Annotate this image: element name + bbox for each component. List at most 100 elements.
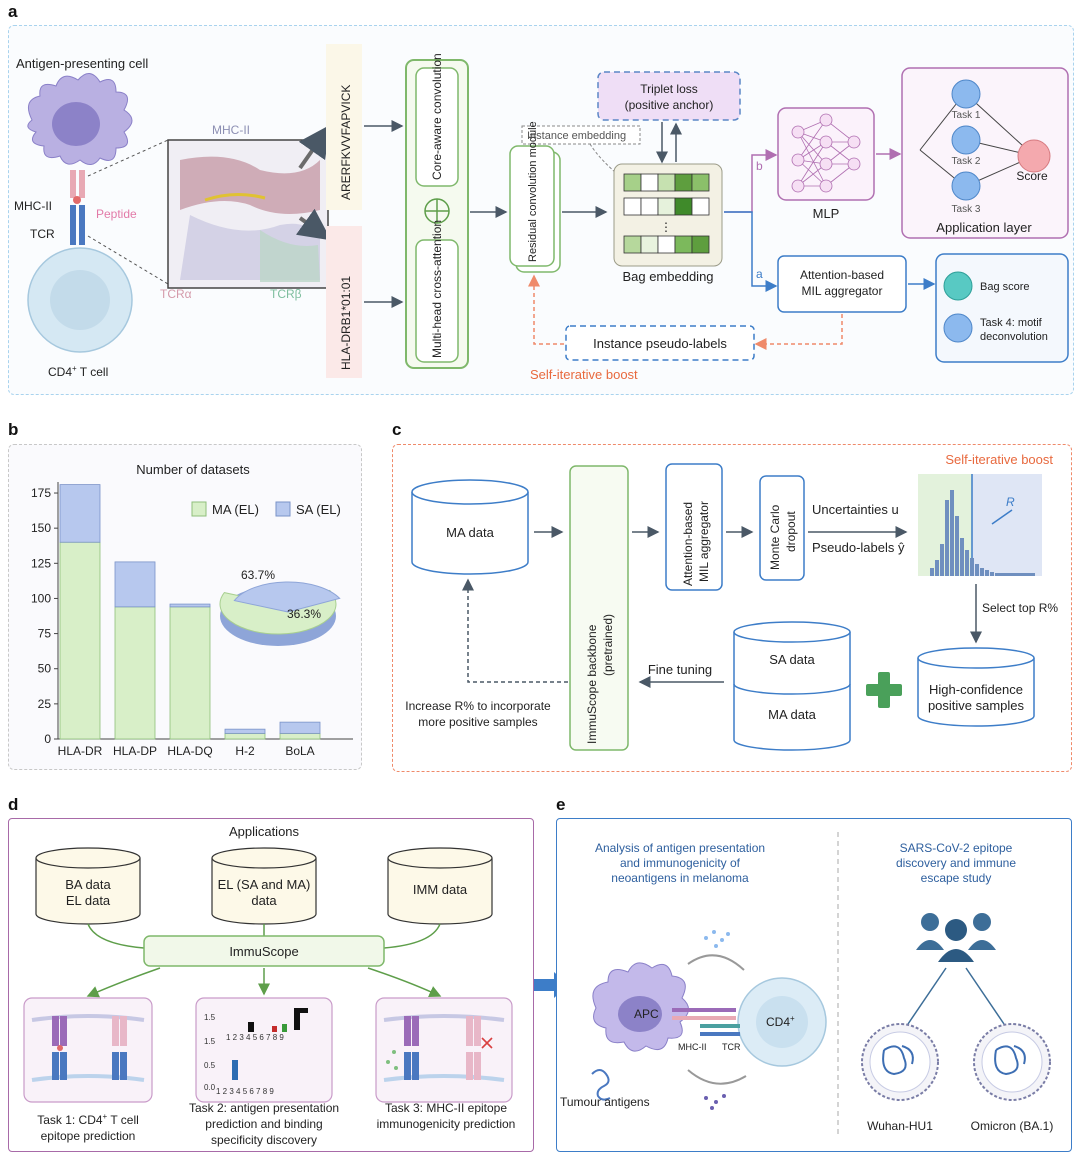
tumour-label: Tumour antigens — [560, 1095, 650, 1109]
task2-label: Task 2 — [952, 156, 981, 167]
x-tick-label: HLA-DQ — [167, 744, 212, 758]
plus-icon — [866, 672, 902, 708]
path-b-label: b — [756, 159, 763, 173]
application-layer-box — [901, 67, 1069, 239]
peptide-dots-icon — [704, 1094, 726, 1110]
immuscope-box — [143, 935, 385, 967]
task1-label: Task 1 — [952, 110, 981, 121]
svg-text:1.5: 1.5 — [204, 1013, 216, 1022]
bar-hla-dp-sa — [114, 561, 156, 608]
inset-pie-chart — [219, 581, 341, 646]
pie-sa-label: 36.3% — [287, 607, 321, 621]
e-left-title-2: and immunogenicity of — [620, 856, 741, 870]
cross-attn-box — [415, 239, 459, 363]
bar-hla-dr-sa — [59, 484, 101, 543]
e-right-title-1: SARS-CoV-2 epitope — [900, 841, 1013, 855]
immuscope-label: ImmuScope — [229, 944, 298, 959]
legend-sa-swatch — [275, 501, 291, 517]
e-left-title-3: neoantigens in melanoma — [611, 871, 749, 885]
ma-data-label-2: MA data — [768, 707, 816, 722]
pie-slice-sa — [233, 581, 341, 613]
bag-embedding-matrix — [623, 173, 710, 254]
x-tick-label: H-2 — [235, 744, 255, 758]
application-layer-label: Application layer — [936, 220, 1032, 235]
sa-data-label: SA data — [769, 652, 815, 667]
high-conf-label-1: High-confidence — [929, 682, 1023, 697]
mil-output-box — [935, 253, 1069, 363]
bars — [59, 484, 321, 740]
application-network-icon — [919, 79, 1051, 201]
svg-text:1.5: 1.5 — [204, 1037, 216, 1046]
backbone-label-1: ImmuScope backbone — [585, 624, 599, 744]
y-tick-label: 100 — [31, 591, 51, 605]
panel-d-letter: d — [8, 795, 19, 814]
legend-ma-swatch — [191, 501, 207, 517]
fine-tuning-label: Fine tuning — [648, 662, 712, 677]
peptide-sequence-box — [326, 44, 362, 210]
mil-aggregator-box-c — [665, 463, 723, 591]
cd4-cell-icon — [737, 977, 827, 1067]
pseudo-labels-label: Instance pseudo-labels — [593, 336, 727, 351]
task4-icon — [943, 313, 973, 343]
bar-hla-dq-sa — [169, 603, 211, 608]
bar-h-2-sa — [224, 728, 266, 734]
applications-title: Applications — [229, 824, 300, 839]
mc-label-2: dropout — [784, 511, 798, 552]
panel-b-letter: b — [8, 420, 19, 439]
core-conv-box — [415, 67, 459, 187]
tcrb-label: TCRβ — [270, 287, 302, 301]
svg-text:1 2 3 4 5 6 7 8 9: 1 2 3 4 5 6 7 8 9 — [226, 1033, 284, 1042]
ba-el-data-cylinder — [35, 847, 141, 925]
cross-attn-label: Multi-head cross-attention — [430, 220, 444, 358]
mlp-network-icon — [791, 113, 861, 193]
chart-title: Number of datasets — [136, 462, 250, 477]
increase-label-2: more positive samples — [418, 715, 537, 729]
bag-embedding-label: Bag embedding — [622, 269, 713, 284]
bar-bola-sa — [279, 721, 321, 734]
task2-label-3: specificity discovery — [211, 1133, 317, 1147]
wuhan-label: Wuhan-HU1 — [867, 1119, 933, 1133]
db3-label: IMM data — [413, 882, 468, 897]
x-tick-label: HLA-DP — [113, 744, 157, 758]
svg-text:1 2 3 4 5 6 7 8 9: 1 2 3 4 5 6 7 8 9 — [216, 1087, 274, 1096]
ma-data-label: MA data — [446, 525, 494, 540]
task2-label-1: Task 2: antigen presentation — [189, 1101, 339, 1115]
tcra-label: TCRα — [160, 287, 192, 301]
panel-d-diagram: Applications 1.51.50.50.0 1 2 3 4 5 6 7 … — [23, 824, 515, 1147]
omicron-label: Omicron (BA.1) — [971, 1119, 1054, 1133]
increase-label-1: Increase R% to incorporate — [405, 699, 551, 713]
panel-c-letter: c — [392, 420, 402, 439]
task1-icons — [31, 1014, 145, 1082]
e-left-title-1: Analysis of antigen presentation — [595, 841, 765, 855]
task1-illustration — [23, 997, 153, 1103]
y-tick-label: 125 — [31, 556, 51, 570]
task4-label-2: deconvolution — [980, 331, 1048, 343]
apc-cell-icon — [27, 73, 133, 165]
svg-text:0.5: 0.5 — [204, 1061, 216, 1070]
db1-label-2: EL data — [66, 893, 111, 908]
backbone-box — [569, 465, 629, 751]
bar-hla-dp-ma — [114, 606, 156, 740]
task3-illustration — [375, 997, 513, 1103]
task3-label: Task 3 — [952, 204, 981, 215]
instance-embedding-label-box — [521, 125, 641, 145]
t-cell-icon — [27, 247, 133, 353]
imm-data-cylinder — [387, 847, 493, 925]
allele-label: HLA-DRB1*01:01 — [339, 276, 353, 370]
apc-label: Antigen-presenting cell — [16, 56, 148, 71]
triplet-loss-label: Triplet loss — [640, 82, 698, 96]
tcell-label: CD4+ T cell — [48, 364, 108, 379]
select-top-label: Select top R% — [982, 601, 1058, 615]
population-icon — [916, 913, 996, 962]
panel-a-letter: a — [8, 2, 18, 21]
synapse-receptors-icon — [672, 1008, 740, 1036]
mhc-tcr-complex-icon — [70, 170, 85, 245]
x-tick-label: HLA-DR — [58, 744, 103, 758]
mhc-label: MHC-II — [14, 199, 52, 213]
y-tick-label: 150 — [31, 521, 51, 535]
bag-dots: ⋮ — [660, 220, 672, 234]
db2-label-1: EL (SA and MA) — [218, 877, 311, 892]
panel-e-letter: e — [556, 795, 566, 814]
peptide-label: Peptide — [96, 207, 137, 221]
